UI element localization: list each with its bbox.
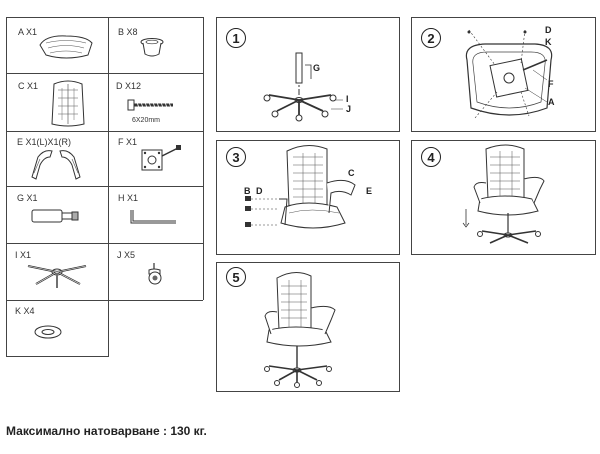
part-a-seat-illustration [39, 35, 93, 59]
step-3-illustration [245, 145, 356, 229]
step-4-number: 4 [421, 147, 441, 167]
part-g-gas-lift-illustration [31, 209, 79, 223]
step-1-number: 1 [226, 28, 246, 48]
step-3-panel [216, 140, 400, 255]
part-f-mechanism-illustration [141, 145, 181, 171]
step-2-callout-f: F [548, 79, 554, 89]
part-k-washer-illustration [34, 325, 62, 339]
part-j-label: J X5 [117, 250, 136, 260]
part-k-label: K X4 [15, 306, 35, 316]
step-2-callout-a: A [548, 97, 555, 107]
step-2-illustration [465, 29, 553, 119]
step-3-callout-d: D [256, 186, 263, 196]
part-d-note: 6X20mm [132, 117, 161, 124]
step-4-panel [411, 140, 596, 255]
step-2-number: 2 [421, 28, 441, 48]
part-d-screw-illustration [127, 99, 173, 111]
step-1-panel [216, 17, 400, 132]
part-b-label: B X8 [118, 27, 138, 37]
part-i-base-illustration [27, 265, 87, 288]
part-i-label: I X1 [15, 250, 32, 260]
part-g-label: G X1 [17, 193, 38, 203]
step-2-panel [411, 17, 596, 132]
part-a-label: A X1 [18, 27, 38, 37]
part-j-caster-illustration [148, 263, 162, 285]
part-e-label: E X1(L)X1(R) [17, 137, 72, 147]
part-b-bolt-cap-illustration [140, 38, 164, 57]
part-f-label: F X1 [118, 137, 138, 147]
step-3-number: 3 [226, 147, 246, 167]
step-3-callout-c: C [348, 168, 355, 178]
step-3-callout-b: B [244, 186, 251, 196]
part-c-backrest-illustration [51, 80, 85, 127]
step-5-number: 5 [226, 267, 246, 287]
part-h-hex-key-illustration [130, 210, 176, 224]
part-d-label: D X12 [116, 81, 142, 91]
part-c-label: C X1 [18, 81, 39, 91]
step-2-callout-k: K [545, 37, 552, 47]
step-1-callout-g: G [313, 63, 321, 73]
part-e-armrests-illustration [31, 150, 81, 180]
step-1-callout-j: J [346, 104, 352, 114]
part-h-label: H X1 [118, 193, 139, 203]
step-1-callout-i: I [346, 94, 349, 104]
step-1-illustration [263, 52, 343, 122]
step-4-illustration [462, 144, 545, 244]
step-5-panel [216, 262, 400, 392]
step-5-illustration [264, 272, 336, 388]
step-3-callout-e: E [366, 186, 373, 196]
step-2-callout-d: D [545, 25, 552, 35]
max-load-note: Максимално натоварване : 130 кг. [6, 424, 207, 438]
